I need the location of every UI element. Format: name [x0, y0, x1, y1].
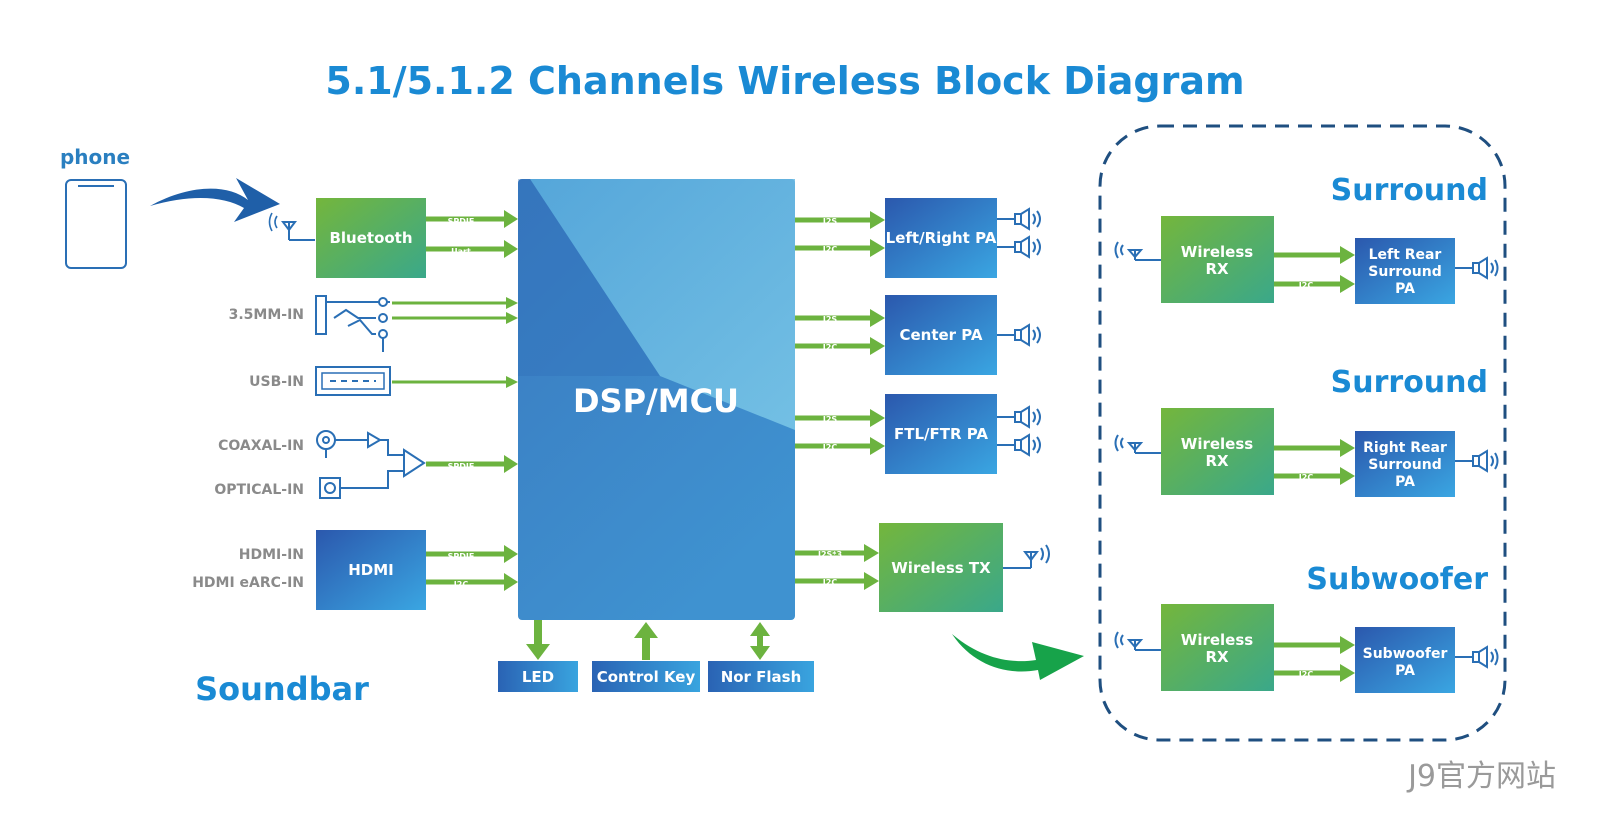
surround-heading-1: Surround [1331, 173, 1488, 208]
tx-antenna-icon [1003, 544, 1050, 569]
signal-hdmi-spdif: SPDIF [448, 552, 475, 561]
wireless-tx-label: Wireless TX [891, 559, 991, 577]
left-rear-surround-pa-block [1355, 238, 1455, 304]
wireless-rx-1-line2: RX [1205, 260, 1229, 278]
signal-tx-i2c: I2C [823, 578, 838, 587]
wireless-rx-block-3 [1161, 604, 1274, 691]
wireless-tx-block [879, 523, 1003, 612]
right-rear-pa-line1: Right Rear [1363, 440, 1447, 456]
bluetooth-block [316, 198, 426, 278]
signal-lr-i2s: I2S [823, 217, 838, 226]
signal-rx1-i2c: I2C [1299, 281, 1314, 290]
signal-ftl-i2c: I2C [823, 443, 838, 452]
rx-antenna-icon [1114, 241, 1161, 651]
center-pa-label: Center PA [899, 326, 982, 344]
hdmi-block [316, 530, 426, 610]
watermark: J9官方网站 [1406, 759, 1556, 794]
wireless-speakers-zone [1098, 124, 1507, 742]
wireless-rx-3-line1: Wireless [1181, 631, 1254, 649]
bluetooth-label: Bluetooth [329, 229, 412, 247]
tx-to-rx-arrow-icon [952, 634, 1084, 680]
input-label-optical: OPTICAL-IN [214, 482, 304, 498]
left-right-pa-block [885, 198, 997, 278]
led-block [498, 661, 578, 692]
peripheral-arrows [526, 620, 770, 660]
ftl-ftr-pa-block [885, 394, 997, 474]
right-rear-surround-pa-block [1355, 431, 1455, 497]
wireless-rx-block-2 [1161, 408, 1274, 495]
wireless-rx-block-1 [1161, 216, 1274, 303]
hdmi-label: HDMI [348, 561, 394, 579]
nor-flash-label: Nor Flash [721, 668, 802, 686]
control-key-block [592, 661, 700, 692]
wireless-rx-2-line1: Wireless [1181, 435, 1254, 453]
wireless-rx-3-line2: RX [1205, 648, 1229, 666]
signal-bt-uart: Uart [451, 247, 471, 256]
signal-coax-spdif: SPDIF [448, 462, 475, 471]
output-arrowheads [864, 211, 885, 590]
wireless-rx-1-line1: Wireless [1181, 243, 1254, 261]
audio-jack-icon [315, 295, 390, 352]
ftl-ftr-pa-label: FTL/FTR PA [894, 425, 988, 443]
signal-center-i2c: I2C [823, 343, 838, 352]
right-rear-pa-line3: PA [1395, 474, 1415, 490]
dsp-mcu-block [518, 179, 795, 620]
signal-hdmi-i2c: I2C [454, 580, 469, 589]
subwoofer-pa-line2: PA [1395, 663, 1415, 679]
rx-pa-arrowheads [1340, 246, 1355, 682]
left-rear-pa-line1: Left Rear [1369, 247, 1442, 263]
coaxial-optical-icon [316, 430, 426, 499]
phone-icon [65, 179, 127, 269]
dsp-mcu-label: DSP/MCU [573, 382, 739, 420]
antenna-icon [268, 212, 315, 241]
input-label-35mm: 3.5MM-IN [229, 307, 304, 323]
led-label: LED [522, 668, 554, 686]
input-label-coaxial: COAXAL-IN [218, 438, 304, 454]
input-arrowheads [504, 210, 518, 591]
subwoofer-pa-block [1355, 627, 1455, 693]
input-label-usb: USB-IN [249, 374, 304, 390]
surround-heading-2: Surround [1331, 365, 1488, 400]
signal-ftl-i2s: I2S [823, 415, 838, 424]
phone-to-bluetooth-arrow-icon [150, 178, 280, 222]
signal-rx2-i2c: I2C [1299, 473, 1314, 482]
left-rear-pa-line2: Surround [1368, 264, 1441, 280]
wireless-rx-2-line2: RX [1205, 452, 1229, 470]
subwoofer-heading: Subwoofer [1306, 562, 1488, 597]
page-title: 5.1/5.1.2 Channels Wireless Block Diagra… [325, 59, 1244, 103]
phone-label: phone [60, 145, 130, 169]
center-pa-block [885, 295, 997, 375]
control-key-label: Control Key [597, 668, 696, 686]
input-label-hdmi-in: HDMI-IN [239, 547, 304, 563]
signal-bt-spdif: SPDIF [448, 217, 475, 226]
signal-tx-i2s3: I2S*3 [818, 550, 842, 559]
right-rear-pa-line2: Surround [1368, 457, 1441, 473]
signal-center-i2s: I2S [823, 315, 838, 324]
left-rear-pa-line3: PA [1395, 281, 1415, 297]
left-right-pa-label: Left/Right PA [886, 229, 997, 247]
speaker-icons [997, 207, 1041, 457]
remote-speaker-icons [1455, 256, 1499, 669]
signal-lr-i2c: I2C [823, 245, 838, 254]
output-arrows [795, 217, 872, 584]
usb-port-icon [315, 366, 391, 396]
signal-rx3-i2c: I2C [1299, 670, 1314, 679]
nor-flash-block [708, 661, 814, 692]
input-arrows [392, 216, 508, 585]
subwoofer-pa-line1: Subwoofer [1363, 646, 1448, 662]
soundbar-label: Soundbar [195, 670, 369, 708]
input-label-hdmi-earc: HDMI eARC-IN [192, 575, 304, 591]
rx-pa-arrows [1274, 252, 1342, 676]
